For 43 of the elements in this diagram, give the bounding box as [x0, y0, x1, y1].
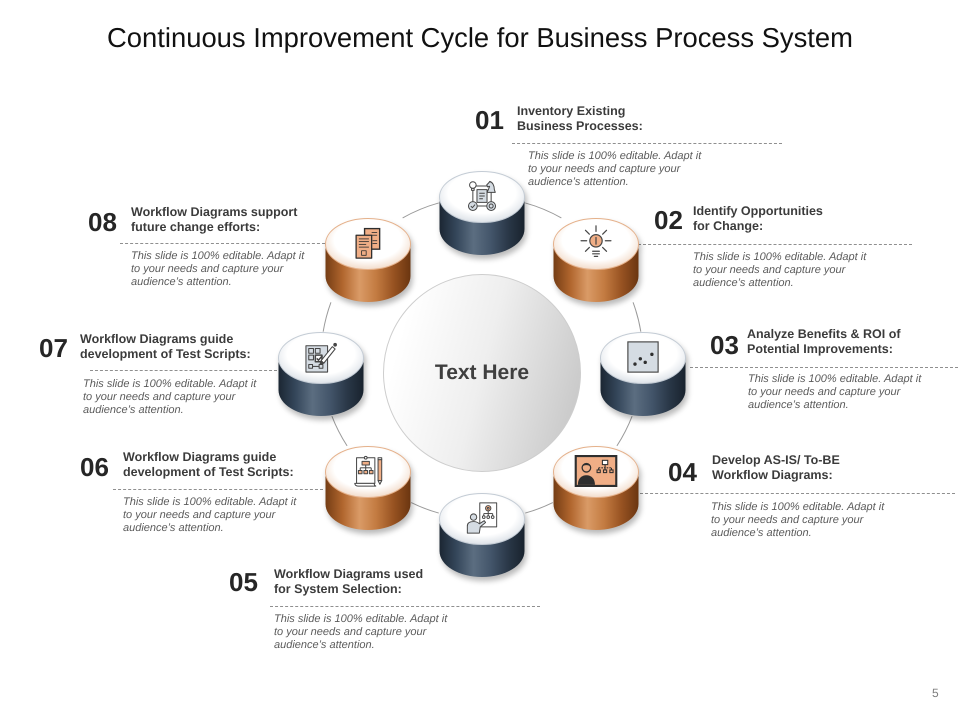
step-description: This slide is 100% editable. Adapt it to your needs and capture your audience’s attention.	[83, 378, 258, 416]
cylinder	[325, 446, 411, 530]
cylinder	[553, 446, 639, 530]
step-number: 04	[668, 458, 697, 484]
step-title: Identify Opportunities for Change:	[693, 204, 824, 234]
step-description: This slide is 100% editable. Adapt it to your needs and capture your audience’s attention.	[274, 612, 449, 652]
step-title: Inventory Existing Business Processes:	[517, 104, 644, 134]
connector-arc	[616, 416, 633, 446]
cylinder	[439, 493, 525, 577]
step-title: Develop AS-IS/ To-BE Workflow Diagrams:	[712, 453, 841, 483]
connector-arc	[524, 502, 554, 514]
page-number: 5	[932, 686, 939, 700]
cylinder	[553, 218, 639, 302]
slide-title: Continuous Improvement Cycle for Business Process System	[107, 22, 853, 55]
cylinder	[325, 218, 411, 302]
circle-label: Text Here	[434, 361, 530, 385]
cylinder	[278, 332, 364, 416]
step-title: Workflow Diagrams support future change efforts:	[131, 205, 298, 235]
connector-arc	[410, 502, 440, 514]
connector-arc	[322, 302, 332, 332]
step-description: This slide is 100% editable. Adapt it to your needs and capture your audience’s attention.	[748, 372, 923, 412]
connector-arc	[524, 202, 562, 218]
cylinder	[600, 332, 686, 416]
step-title: Workflow Diagrams guide development of Test Scripts:	[123, 450, 295, 480]
step-description: This slide is 100% editable. Adapt it to your needs and capture your audience’s attention.	[528, 150, 703, 188]
step-title: Analyze Benefits & ROI of Potential Improvements:	[747, 327, 902, 357]
step-number: 03	[710, 332, 739, 358]
step-number: 02	[654, 206, 683, 232]
step-number: 07	[39, 334, 68, 360]
step-description: This slide is 100% editable. Adapt it to your needs and capture your audience’s attention.	[123, 496, 298, 534]
step-number: 05	[229, 568, 258, 594]
step-title: Workflow Diagrams guide development of Test Scripts:	[80, 332, 252, 362]
step-number: 08	[88, 208, 117, 234]
connector-arc	[632, 302, 642, 332]
cylinder	[439, 171, 525, 255]
step-description: This slide is 100% editable. Adapt it to your needs and capture your audience’s attention.	[131, 250, 306, 288]
step-number: 01	[475, 106, 504, 132]
step-title: Workflow Diagrams used for System Selection:	[274, 567, 424, 597]
step-description: This slide is 100% editable. Adapt it to your needs and capture your audience’s attention.	[711, 500, 886, 540]
step-description: This slide is 100% editable. Adapt it to your needs and capture your audience’s attention.	[693, 250, 868, 290]
connector-arc	[402, 202, 440, 218]
step-number: 06	[80, 454, 109, 480]
connector-arc	[331, 416, 348, 446]
